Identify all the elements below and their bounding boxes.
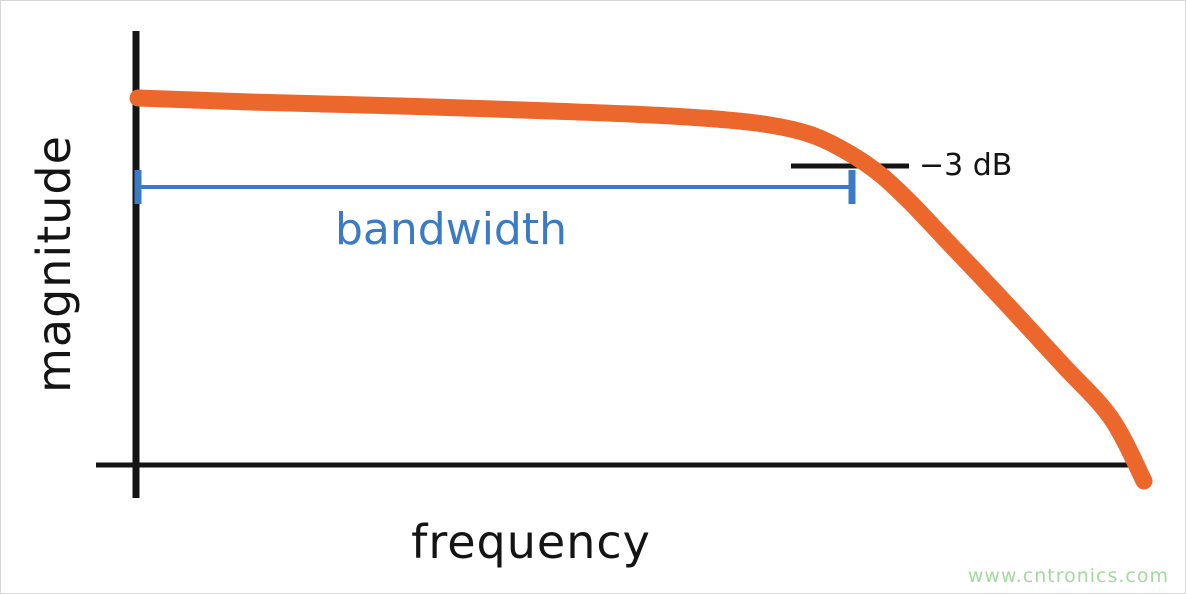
frequency-response-curve (129, 89, 1153, 490)
y-axis-label: magnitude (27, 135, 81, 393)
watermark: www.cntronics.com (967, 565, 1169, 587)
bandwidth-label: bandwidth (335, 204, 567, 255)
x-axis-label: frequency (411, 515, 651, 569)
cutoff-db-label: −3 dB (919, 148, 1013, 183)
